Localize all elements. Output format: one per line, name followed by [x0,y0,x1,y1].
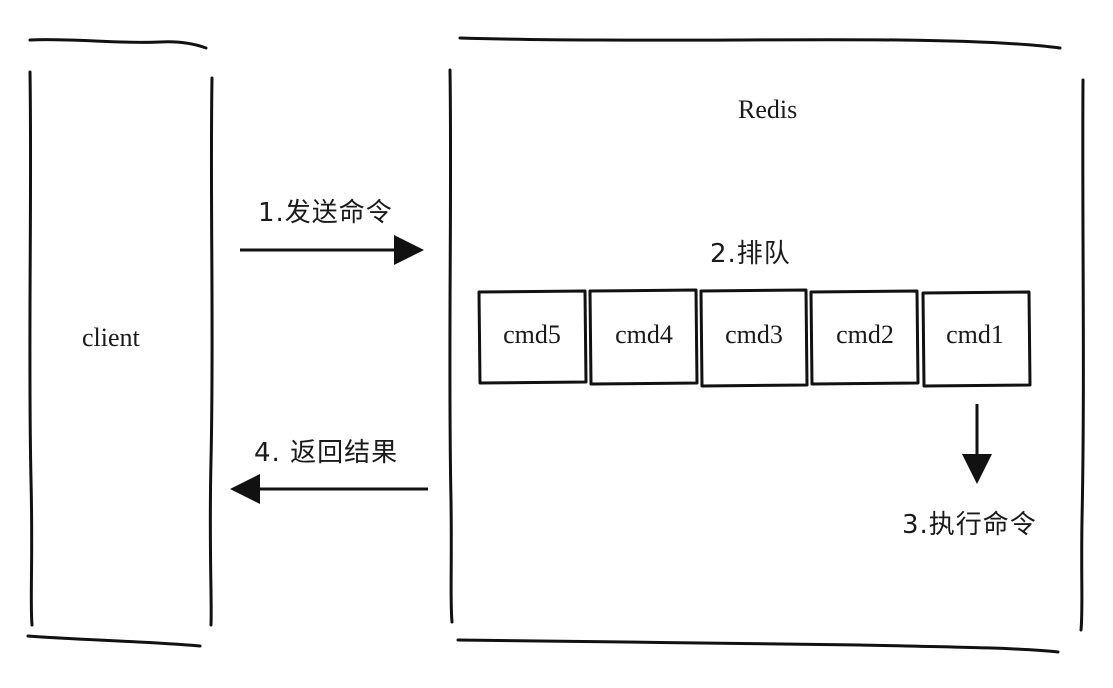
client-box-left-edge [28,70,34,627]
queue-cell-frame-1 [588,288,699,386]
queue-cell-label-4: cmd1 [946,320,1004,349]
step-send-label: 1.发送命令 [258,198,393,228]
queue-cell-label-1: cmd4 [615,320,673,349]
step-execute-label: 3.执行命令 [902,510,1037,540]
redis-box-left-edge [448,68,454,624]
queue-cell-label-2: cmd3 [725,320,783,349]
client-box-right-edge [208,76,214,627]
redis-label: Redis [738,95,798,124]
redis-box [448,36,1085,654]
client-box-bottom-edge [26,634,202,648]
queue-cells [477,288,1032,388]
queue-cell-frame-3 [809,289,920,386]
client-box [26,38,214,648]
redis-box-top-edge [458,36,1062,50]
queue-cell-frame-4 [921,290,1032,388]
queue-cell-label-3: cmd2 [836,320,894,349]
step-return-label: 4. 返回结果 [254,438,399,468]
step-queue-label: 2.排队 [710,239,791,269]
client-label: client [82,323,140,352]
client-box-top-edge [28,38,208,50]
queue-cell-frame-0 [477,289,588,385]
redis-box-bottom-edge [456,638,1060,654]
queue-cell-label-0: cmd5 [503,320,561,349]
queue-cell-frame-2 [699,288,809,388]
redis-box-right-edge [1079,78,1085,632]
